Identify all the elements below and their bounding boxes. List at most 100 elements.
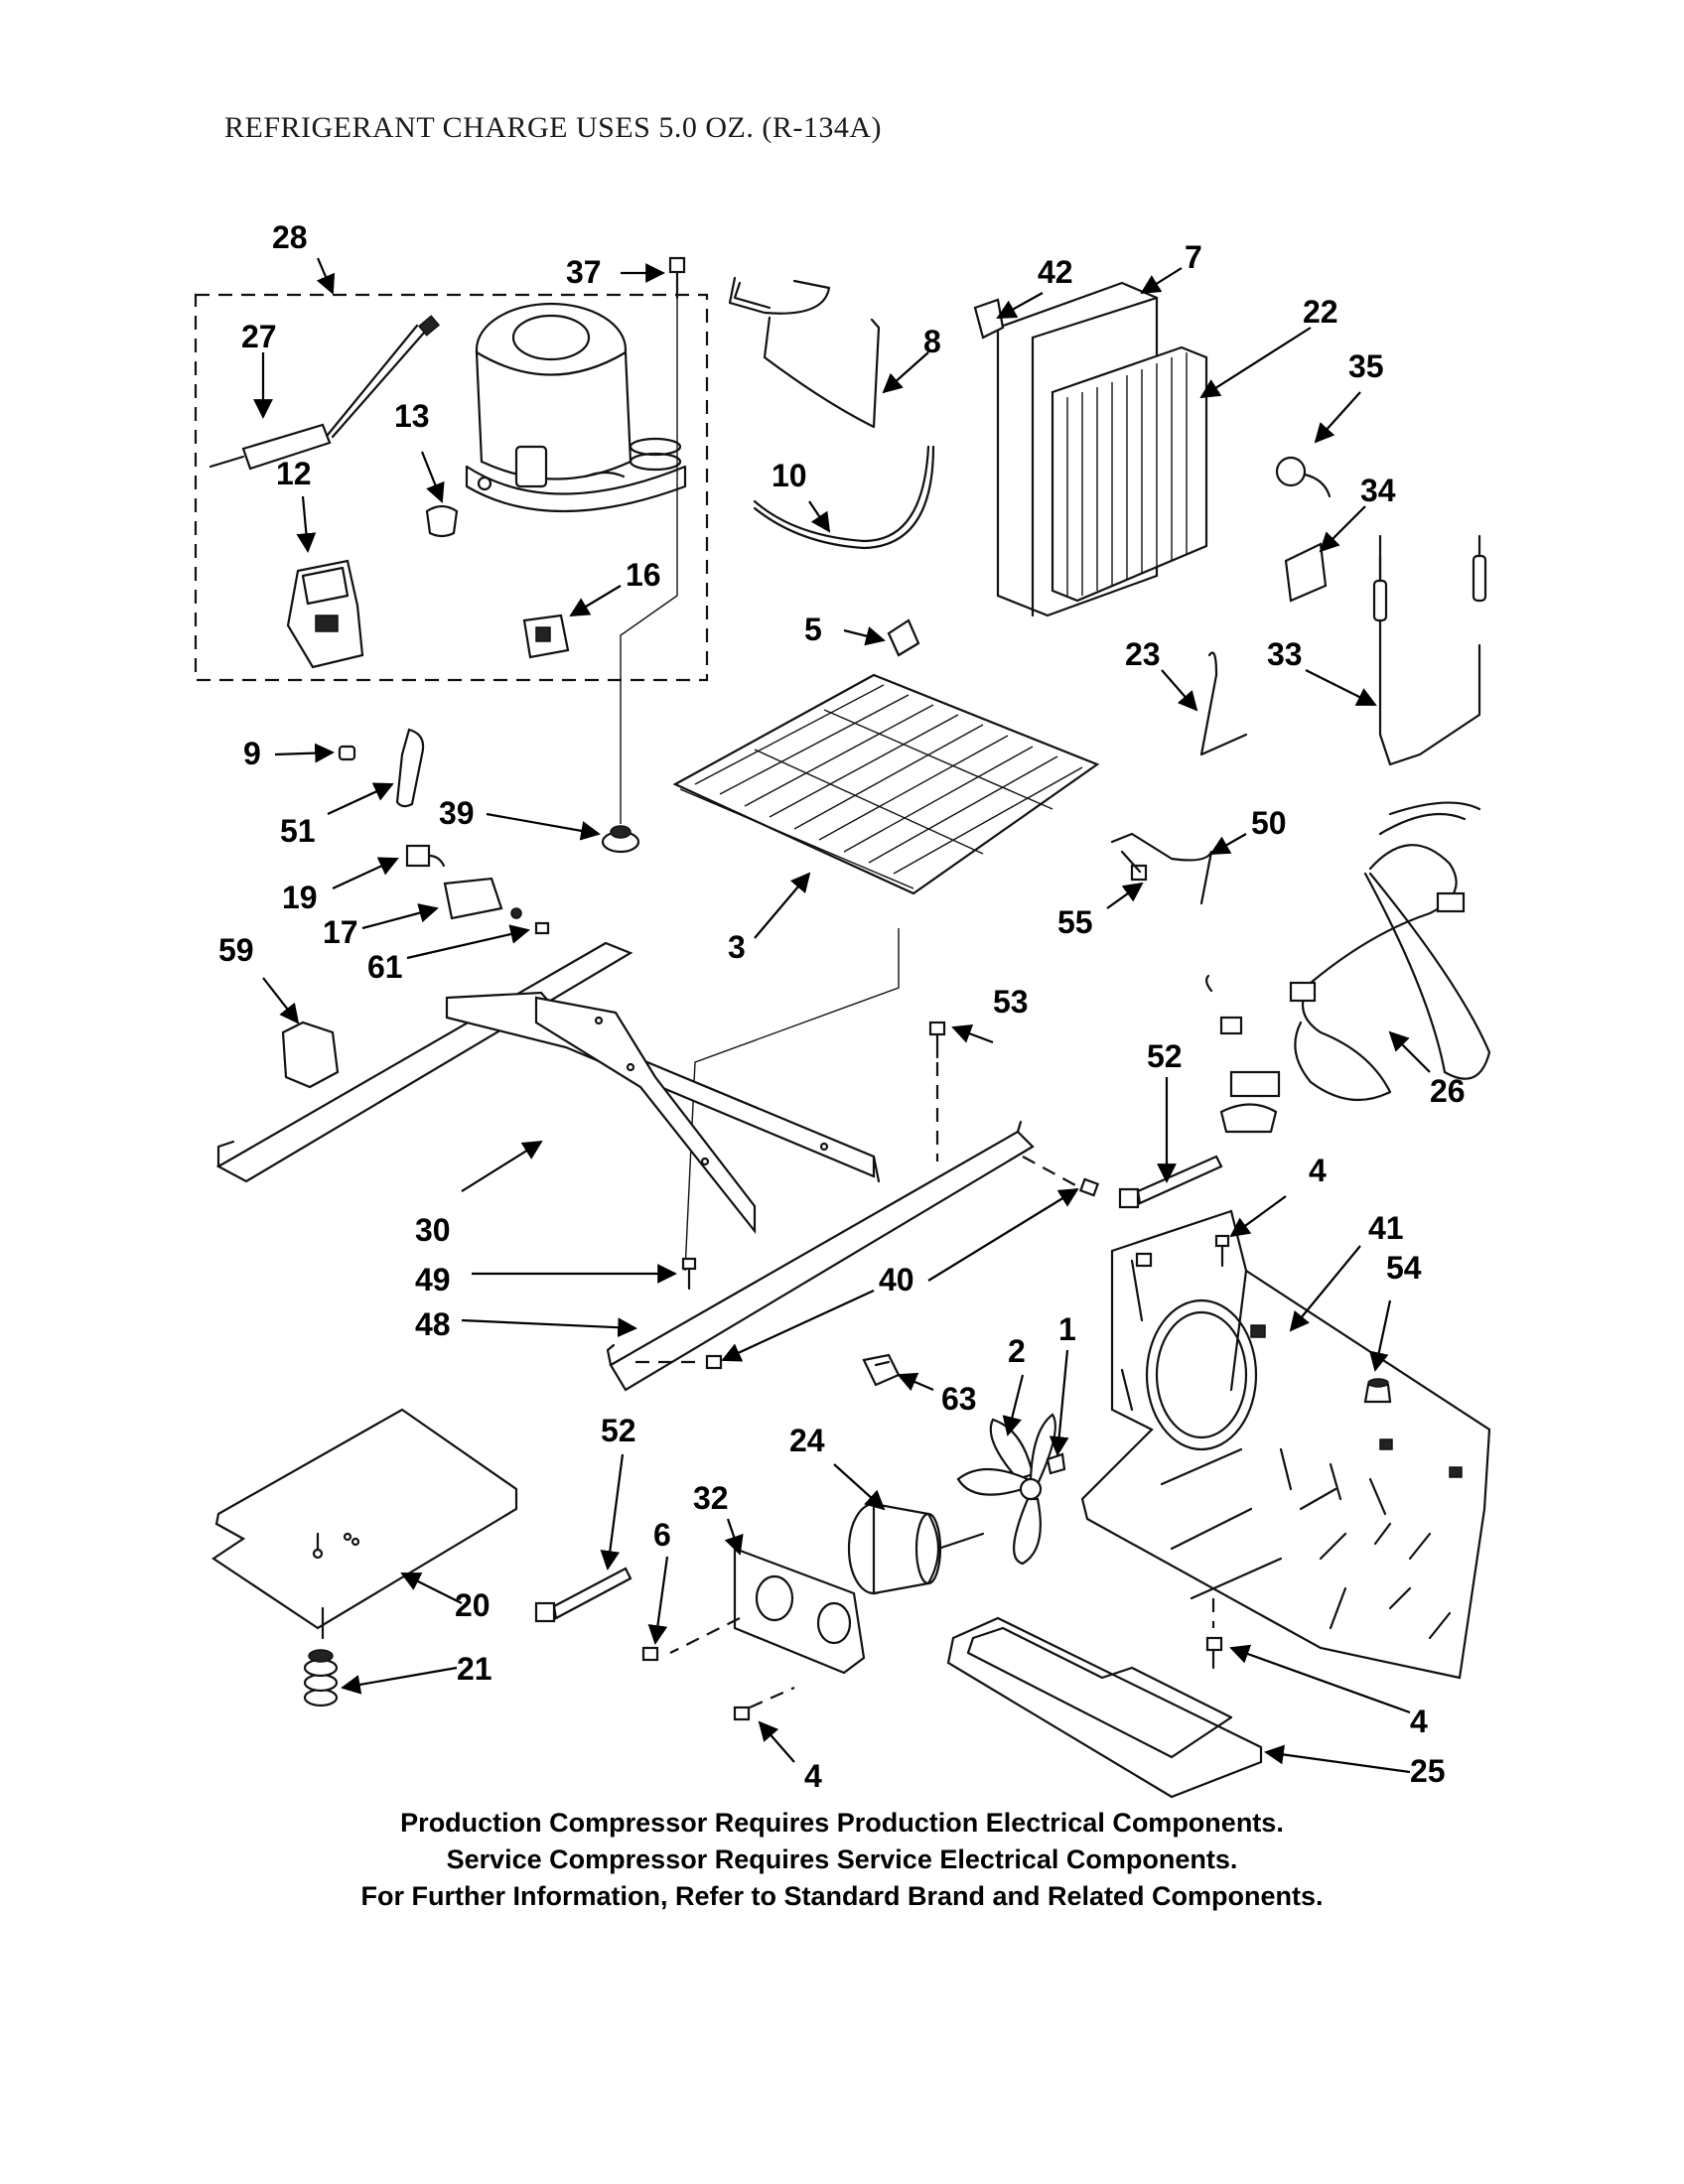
- callout-55: 55: [1057, 904, 1093, 940]
- callout-59: 59: [218, 932, 254, 968]
- part-42-clip: [973, 298, 1005, 340]
- callout-25: 25: [1410, 1753, 1446, 1789]
- callout-13: 13: [394, 398, 430, 434]
- part-41-base-shroud: [1080, 1209, 1491, 1680]
- callout-19: 19: [282, 880, 318, 915]
- part-9-plug: [338, 745, 356, 761]
- part-8-tube: [728, 276, 881, 429]
- callout-23: 23: [1125, 636, 1161, 672]
- callout-51: 51: [280, 813, 316, 849]
- callout-48: 48: [415, 1306, 451, 1342]
- part-17-switch: [443, 877, 522, 920]
- part-32-motor-bracket: [733, 1547, 866, 1675]
- callout-40: 40: [879, 1262, 914, 1297]
- part-20-cover-plate: [211, 1408, 518, 1630]
- part-51-tube: [395, 728, 425, 808]
- footer-note-further-info: For Further Information, Refer to Standa…: [360, 1881, 1324, 1911]
- callout-52-lower: 52: [601, 1413, 636, 1448]
- part-22-evaporator-coil: [1051, 345, 1208, 603]
- part-30-frame-rails: [215, 941, 881, 1235]
- part-49-screw: [681, 1257, 697, 1291]
- part-35-thermostat: [1275, 456, 1332, 498]
- part-10-tube: [753, 445, 930, 543]
- callout-41: 41: [1368, 1210, 1404, 1246]
- part-61-screw: [534, 921, 550, 935]
- part-59-bracket: [281, 1021, 340, 1089]
- part-52-cable-tie-lower: [534, 1567, 632, 1623]
- callout-4-upper: 4: [1309, 1153, 1327, 1188]
- refrigerant-charge-header: REFRIGERANT CHARGE USES 5.0 OZ. (R-134A): [224, 111, 882, 144]
- callout-1: 1: [1058, 1311, 1076, 1347]
- part-21-spring: [303, 1649, 339, 1707]
- part-1-retainer: [1046, 1452, 1066, 1475]
- callout-7: 7: [1185, 239, 1202, 275]
- part-63-nut: [862, 1353, 901, 1387]
- part-13-clip: [425, 504, 459, 538]
- part-52-cable-tie-upper: [1118, 1155, 1223, 1209]
- callout-2: 2: [1008, 1333, 1026, 1369]
- part-27-start-device: [209, 315, 441, 471]
- part-19-connector: [405, 844, 431, 868]
- part-2-fan-blade: [956, 1413, 1056, 1566]
- callout-8: 8: [923, 324, 941, 359]
- callout-52-upper: 52: [1147, 1038, 1183, 1074]
- callout-32: 32: [693, 1480, 729, 1516]
- part-34-bracket: [1284, 542, 1328, 603]
- callout-4-lower-right: 4: [1410, 1704, 1428, 1739]
- part-24-fan-motor: [847, 1502, 985, 1595]
- callout-54: 54: [1386, 1250, 1422, 1286]
- callout-20: 20: [455, 1587, 491, 1623]
- compressor-kit-outline: [194, 293, 709, 682]
- callout-24: 24: [789, 1423, 825, 1458]
- callout-49: 49: [415, 1262, 451, 1297]
- callout-4-lower-left: 4: [804, 1758, 822, 1794]
- part-48-crossmember: [606, 1120, 1035, 1392]
- part-55-screw: [1120, 850, 1148, 882]
- part-40-screw-right: [1078, 1177, 1100, 1197]
- callout-42: 42: [1038, 254, 1073, 290]
- callout-37: 37: [566, 254, 602, 290]
- callout-9: 9: [243, 736, 261, 771]
- footer-note-production: Production Compressor Requires Productio…: [400, 1808, 1284, 1838]
- part-4-screw-upper: [1214, 1234, 1230, 1268]
- callout-5: 5: [804, 612, 822, 647]
- part-26-wiring-harness: [1204, 801, 1491, 1134]
- part-23-clip: [1199, 651, 1248, 756]
- callout-3: 3: [728, 929, 746, 965]
- footer-note-service: Service Compressor Requires Service Elec…: [446, 1844, 1238, 1874]
- callout-39: 39: [439, 795, 475, 831]
- part-5-clip: [887, 618, 920, 657]
- callout-6: 6: [653, 1517, 671, 1553]
- part-16-overload: [522, 614, 570, 659]
- part-40-screw-left: [705, 1354, 723, 1370]
- callout-28: 28: [272, 219, 308, 255]
- callout-50: 50: [1251, 805, 1287, 841]
- callout-12: 12: [276, 456, 312, 491]
- callout-63: 63: [941, 1381, 977, 1417]
- compressor: [465, 302, 687, 513]
- part-39-grommet: [601, 825, 640, 854]
- callout-33: 33: [1267, 636, 1303, 672]
- callout-26: 26: [1430, 1073, 1466, 1109]
- part-25-drain-pan: [946, 1616, 1263, 1799]
- callout-10: 10: [772, 458, 807, 493]
- part-33-tube-assembly: [1372, 534, 1487, 766]
- part-53-screw: [928, 1021, 946, 1059]
- callout-30: 30: [415, 1212, 451, 1248]
- part-37-screw: [668, 256, 686, 300]
- leader-lines: [253, 257, 1431, 1774]
- callout-22: 22: [1303, 294, 1338, 330]
- callout-16: 16: [626, 557, 661, 593]
- part-4-screw-lower-left: [733, 1686, 795, 1721]
- part-3-condenser: [672, 673, 1100, 895]
- callout-21: 21: [457, 1651, 492, 1687]
- callout-34: 34: [1360, 473, 1396, 508]
- part-12-relay: [286, 559, 364, 669]
- part-4-screw-lower-right: [1205, 1598, 1223, 1670]
- callout-17: 17: [323, 914, 358, 950]
- footer-notes: Production Compressor Requires Productio…: [0, 1805, 1684, 1915]
- part-54-cap: [1363, 1378, 1392, 1404]
- callout-27: 27: [241, 319, 277, 354]
- callout-35: 35: [1348, 348, 1384, 384]
